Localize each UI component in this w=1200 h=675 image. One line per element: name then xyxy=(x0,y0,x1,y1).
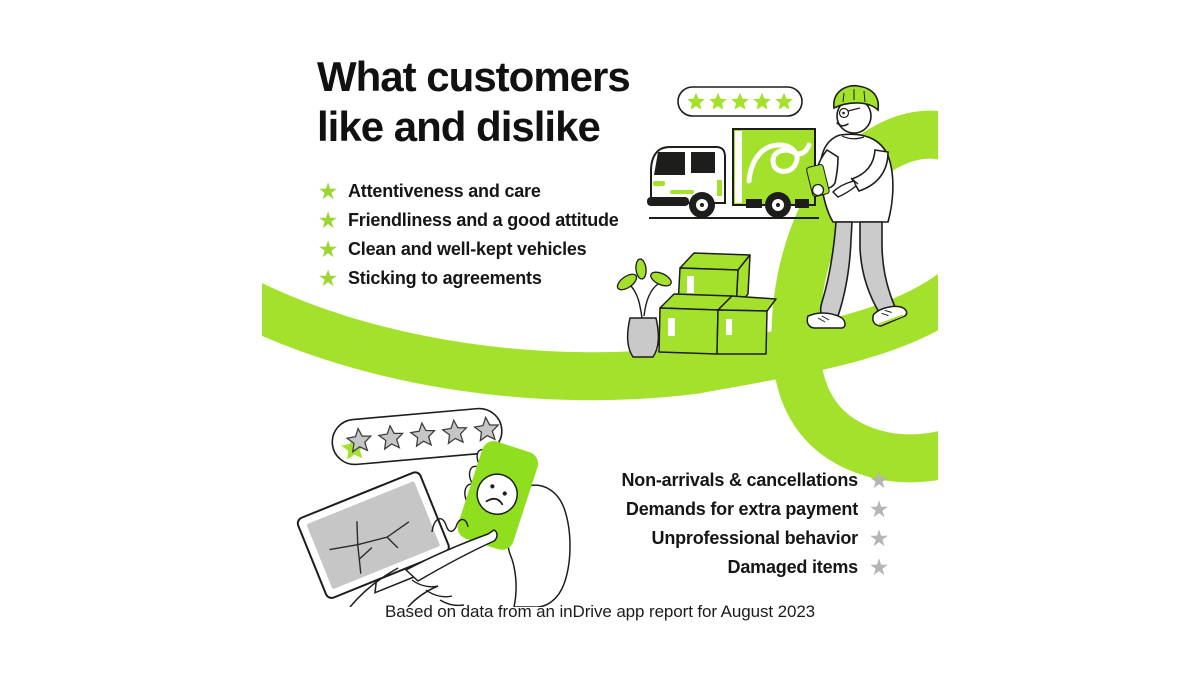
leaf xyxy=(635,258,647,280)
likes-list: ★ Attentiveness and care ★ Friendliness … xyxy=(317,178,619,297)
wrist-lines xyxy=(349,567,439,608)
like-item-label: Sticking to agreements xyxy=(348,267,542,288)
star-icon: ★ xyxy=(868,496,890,522)
hand-holding-phone-illustration xyxy=(457,441,539,550)
plant-pot xyxy=(626,317,660,358)
five-star-rating-badge xyxy=(677,86,803,117)
list-item: Damaged items ★ xyxy=(622,554,891,580)
dislike-item-label: Non-arrivals & cancellations xyxy=(621,469,859,490)
sad-face-icon xyxy=(476,473,518,515)
leaf xyxy=(616,273,638,291)
list-item: ★ Sticking to agreements xyxy=(317,265,619,291)
cargo-gap xyxy=(735,131,742,203)
cardboard-box-right xyxy=(716,295,777,355)
swoosh-background xyxy=(262,0,938,675)
courier-illustration xyxy=(798,80,938,335)
dislike-item-label: Unprofessional behavior xyxy=(651,527,859,548)
title-line-1: What customers xyxy=(317,53,631,100)
list-item: ★ Attentiveness and care xyxy=(317,178,619,204)
like-item-label: Attentiveness and care xyxy=(348,180,541,201)
box-label xyxy=(687,276,694,293)
star-icon: ★ xyxy=(317,265,339,291)
box-label xyxy=(726,319,732,335)
raised-fingers xyxy=(431,518,469,533)
star-icon: ★ xyxy=(317,236,339,262)
pants-left-leg xyxy=(819,221,853,317)
source-note: Based on data from an inDrive app report… xyxy=(384,602,816,621)
dislike-item-label: Demands for extra payment xyxy=(625,498,858,519)
list-item: Demands for extra payment ★ xyxy=(622,496,891,522)
list-item: ★ Friendliness and a good attitude xyxy=(317,207,619,233)
bad-review-illustration xyxy=(280,400,580,612)
beanie-hat xyxy=(833,84,880,112)
windshield xyxy=(654,152,685,175)
pointing-hand xyxy=(349,529,498,608)
leaf xyxy=(650,271,672,287)
shoe-right xyxy=(872,305,908,327)
smile xyxy=(836,122,849,127)
truck-cargo-box xyxy=(732,128,816,206)
truck-cab xyxy=(647,146,726,206)
truck-wheels xyxy=(689,192,791,218)
eye xyxy=(842,111,845,115)
potted-plant xyxy=(616,258,672,358)
star-icon: ★ xyxy=(868,525,890,551)
cardboard-box-left xyxy=(658,293,733,355)
title-line-2: like and dislike xyxy=(317,103,601,150)
list-item: Non-arrivals & cancellations ★ xyxy=(621,467,891,493)
star-icon: ★ xyxy=(868,554,890,580)
box-label xyxy=(668,318,675,336)
bumper xyxy=(647,197,689,206)
star-icon: ★ xyxy=(317,178,339,204)
list-item: Unprofessional behavior ★ xyxy=(622,525,891,551)
one-star-rating-badge xyxy=(331,407,503,466)
delivery-truck-illustration xyxy=(645,85,825,230)
star-icon: ★ xyxy=(868,467,890,493)
shoe-left xyxy=(806,312,846,329)
list-item: ★ Clean and well-kept vehicles xyxy=(317,236,619,262)
pants-right-leg xyxy=(859,221,897,316)
index-finger xyxy=(405,529,498,582)
page-title: What customers like and dislike xyxy=(317,52,631,152)
glasses xyxy=(838,107,850,119)
hand-left xyxy=(811,183,825,197)
bracelet xyxy=(850,177,859,185)
side-window xyxy=(691,152,715,173)
pointing-hand xyxy=(832,180,857,198)
star-icon: ★ xyxy=(317,207,339,233)
like-item-label: Friendliness and a good attitude xyxy=(348,209,619,230)
headlight xyxy=(653,181,665,186)
broken-tv-illustration xyxy=(296,471,450,599)
like-item-label: Clean and well-kept vehicles xyxy=(348,238,587,259)
frown-mouth xyxy=(485,497,504,506)
swoosh-curve xyxy=(262,110,938,483)
tv-screen xyxy=(307,481,440,589)
boxes-and-plant-illustration xyxy=(610,246,780,369)
brand-curl-logo xyxy=(746,142,812,184)
screen-cracks xyxy=(329,521,410,574)
dislikes-list: Non-arrivals & cancellations ★ Demands f… xyxy=(621,467,891,586)
dislike-item-label: Damaged items xyxy=(727,556,859,577)
